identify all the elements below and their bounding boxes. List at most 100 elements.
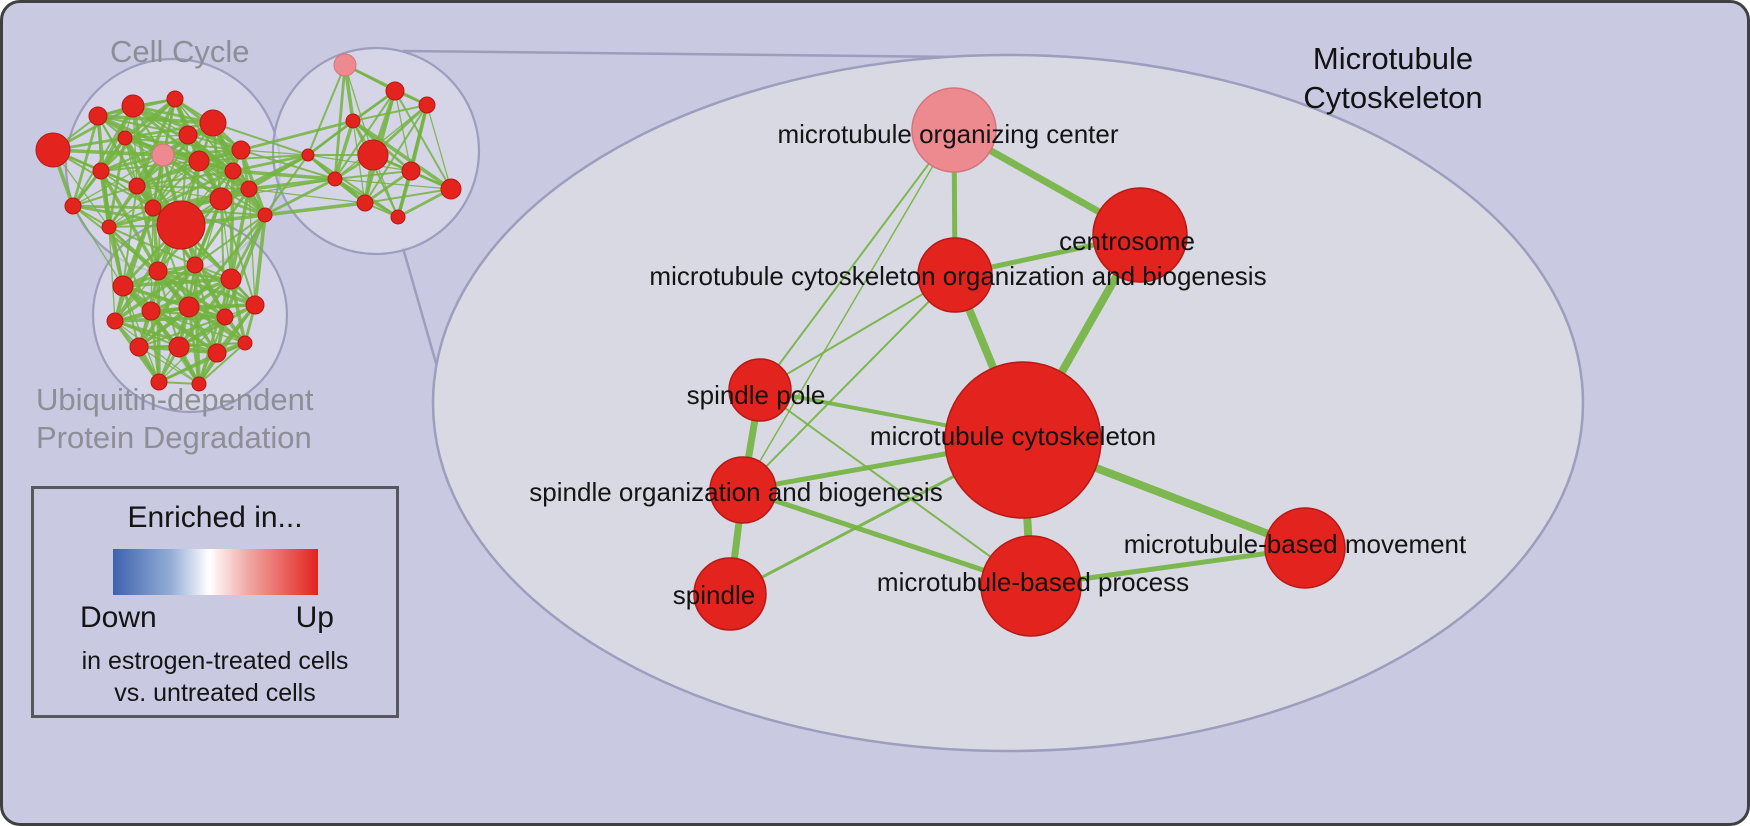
overview-node[interactable] bbox=[440, 178, 462, 200]
node-label-mt_cyto: microtubule cytoskeleton bbox=[870, 421, 1156, 451]
overview-node[interactable] bbox=[199, 109, 227, 137]
overview-node[interactable] bbox=[257, 207, 273, 223]
overview-edge bbox=[229, 170, 235, 280]
overview-node[interactable] bbox=[178, 296, 200, 318]
overview-node[interactable] bbox=[117, 130, 133, 146]
overview-node[interactable] bbox=[357, 139, 389, 171]
overview-node[interactable] bbox=[240, 180, 258, 198]
node-mcob[interactable] bbox=[917, 237, 993, 313]
overview-edge bbox=[248, 177, 336, 191]
overview-edge bbox=[136, 185, 250, 190]
overview-node[interactable] bbox=[128, 177, 146, 195]
overview-node[interactable] bbox=[356, 194, 374, 212]
detail-edge-spindle_pole-mt_process bbox=[759, 389, 1032, 587]
overview-node[interactable] bbox=[401, 161, 421, 181]
overview-node[interactable] bbox=[390, 209, 406, 225]
overview-edge bbox=[100, 134, 189, 172]
overview-edge bbox=[124, 121, 214, 140]
overview-node[interactable] bbox=[88, 106, 108, 126]
overview-node[interactable] bbox=[186, 256, 204, 274]
node-label-mt_movement: microtubule-based movement bbox=[1124, 529, 1467, 559]
overview-node[interactable] bbox=[156, 200, 206, 250]
overview-node[interactable] bbox=[151, 143, 175, 167]
overview-edge bbox=[72, 154, 164, 207]
overview-node[interactable] bbox=[327, 171, 343, 187]
overview-node[interactable] bbox=[129, 337, 149, 357]
overview-edge bbox=[193, 188, 251, 266]
overview-node[interactable] bbox=[144, 199, 162, 217]
overview-node[interactable] bbox=[231, 140, 251, 160]
overview-edge bbox=[124, 134, 189, 139]
overview-node[interactable] bbox=[209, 187, 233, 211]
overview-edge bbox=[352, 104, 428, 122]
overview-edge bbox=[240, 119, 354, 152]
node-spindle[interactable] bbox=[693, 557, 767, 631]
overview-edge bbox=[72, 185, 138, 207]
overview-node[interactable] bbox=[237, 335, 253, 351]
overview-edge bbox=[232, 169, 336, 181]
overview-node[interactable] bbox=[418, 96, 436, 114]
overview-node[interactable] bbox=[333, 53, 357, 77]
overview-edge bbox=[152, 169, 234, 210]
overview-node[interactable] bbox=[385, 81, 405, 101]
detail-title-line2: Cytoskeleton bbox=[1303, 80, 1483, 115]
overview-edge bbox=[351, 119, 453, 191]
legend: Enriched in... Down Up in estrogen-treat… bbox=[31, 486, 399, 718]
overview-edge bbox=[100, 160, 200, 172]
node-moc[interactable] bbox=[911, 87, 997, 173]
overview-edge bbox=[151, 207, 160, 272]
overview-edge bbox=[72, 204, 154, 210]
overview-node[interactable] bbox=[106, 312, 124, 330]
overview-edge bbox=[193, 170, 235, 266]
overview-node[interactable] bbox=[207, 343, 227, 363]
legend-down-label: Down bbox=[80, 601, 157, 634]
node-spindle_pole[interactable] bbox=[728, 358, 792, 422]
overview-edge bbox=[158, 341, 246, 384]
overview-node[interactable] bbox=[112, 275, 134, 297]
overview-edge bbox=[152, 134, 189, 209]
overview-node[interactable] bbox=[216, 308, 234, 326]
overview-node[interactable] bbox=[345, 113, 361, 129]
overview-edge bbox=[132, 104, 200, 163]
overview-node[interactable] bbox=[220, 268, 242, 290]
overview-node[interactable] bbox=[92, 162, 110, 180]
legend-subtitle-line1: in estrogen-treated cells bbox=[81, 647, 349, 675]
node-label-centrosome: centrosome bbox=[1059, 226, 1195, 256]
overview-edge bbox=[364, 104, 428, 204]
overview-node[interactable] bbox=[101, 219, 117, 235]
overview-node[interactable] bbox=[188, 150, 210, 172]
overview-edge bbox=[223, 214, 267, 318]
legend-title: Enriched in... bbox=[127, 501, 303, 534]
overview-edge bbox=[334, 170, 412, 180]
overview-node[interactable] bbox=[150, 373, 168, 391]
overview-edge bbox=[334, 178, 452, 190]
detail-title-line1: Microtubule bbox=[1312, 41, 1474, 76]
overview-node[interactable] bbox=[141, 301, 161, 321]
overview-node[interactable] bbox=[168, 336, 190, 358]
overview-edge bbox=[307, 64, 346, 156]
detail-edge-moc-spindle_org bbox=[742, 129, 955, 491]
overview-node[interactable] bbox=[121, 94, 145, 118]
overview-edge bbox=[248, 153, 309, 191]
node-label-mt_process: microtubule-based process bbox=[877, 567, 1189, 597]
overview-edge bbox=[113, 263, 197, 323]
overview-node[interactable] bbox=[64, 197, 82, 215]
zoom-cone-line bbox=[402, 49, 964, 59]
overview-edge bbox=[132, 105, 138, 187]
node-spindle_org[interactable] bbox=[709, 456, 777, 524]
overview-node[interactable] bbox=[148, 261, 168, 281]
overview-node[interactable] bbox=[166, 90, 184, 108]
overview-edge bbox=[394, 90, 452, 190]
overview-node[interactable] bbox=[301, 148, 315, 162]
node-mt_process[interactable] bbox=[980, 535, 1082, 637]
overview-edge bbox=[307, 119, 354, 157]
overview-node[interactable] bbox=[35, 132, 71, 168]
overview-node[interactable] bbox=[191, 376, 207, 392]
overview-node[interactable] bbox=[245, 295, 265, 315]
node-mt_cyto[interactable] bbox=[944, 361, 1102, 519]
overview-node[interactable] bbox=[224, 162, 242, 180]
overview-node[interactable] bbox=[178, 125, 198, 145]
node-centrosome[interactable] bbox=[1092, 187, 1188, 283]
cluster-label-ubiquitin-line2: Protein Degradation bbox=[36, 420, 312, 455]
node-mt_movement[interactable] bbox=[1264, 507, 1346, 589]
